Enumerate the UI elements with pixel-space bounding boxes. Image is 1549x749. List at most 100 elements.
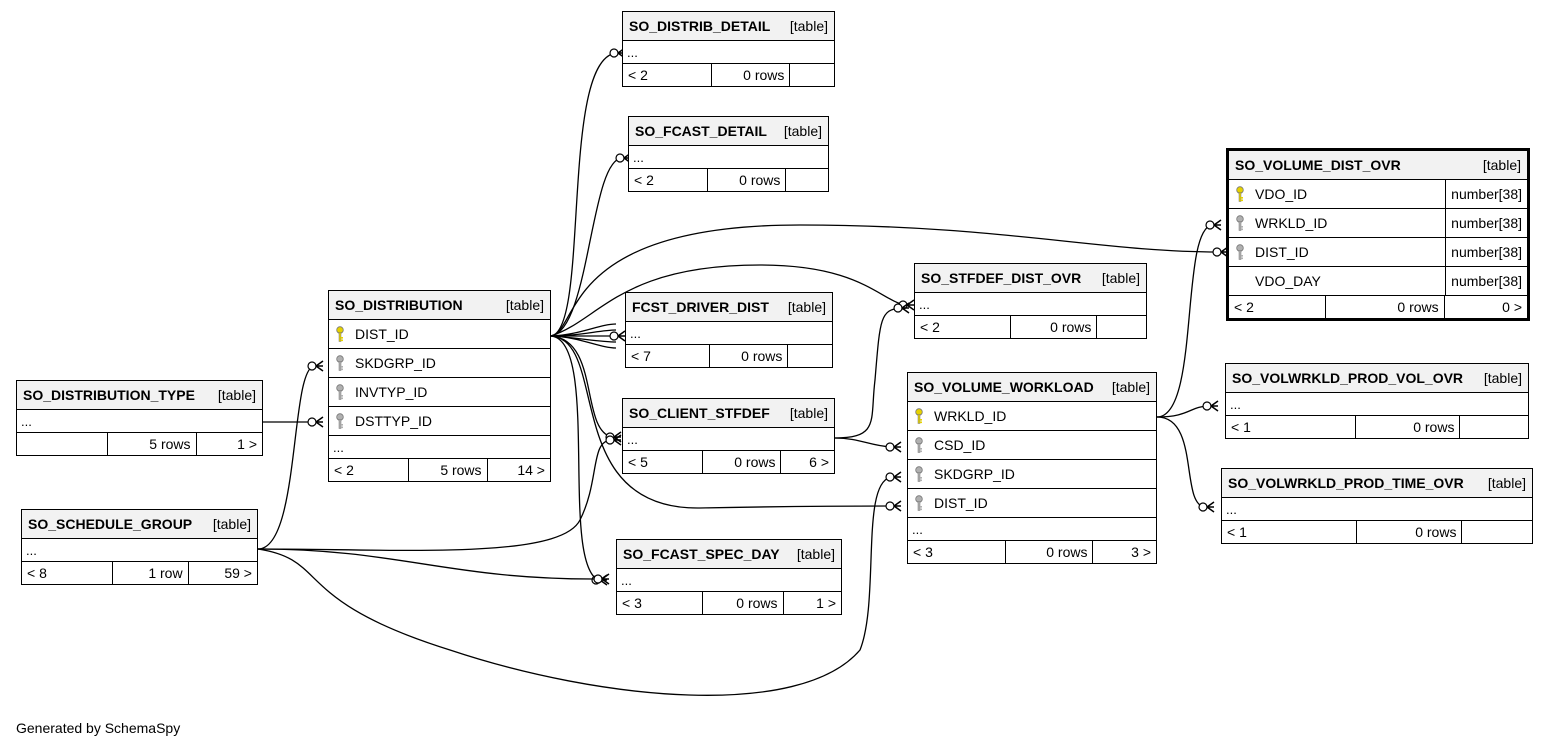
children-count[interactable]: 1 > bbox=[782, 592, 842, 614]
parents-count[interactable]: < 2 bbox=[634, 172, 654, 188]
more-columns-ellipsis[interactable]: ... bbox=[1222, 498, 1532, 521]
parents-count[interactable]: < 7 bbox=[631, 348, 651, 364]
children-count[interactable]: 14 > bbox=[486, 459, 550, 481]
parents-count[interactable]: < 5 bbox=[628, 454, 648, 470]
column-type: number[38] bbox=[1445, 209, 1527, 237]
column-row[interactable]: DIST_ID bbox=[908, 489, 1156, 518]
table-header[interactable]: SO_CLIENT_STFDEF[table] bbox=[623, 399, 834, 428]
table-header[interactable]: SO_VOLWRKLD_PROD_VOL_OVR[table] bbox=[1226, 364, 1528, 393]
more-columns-ellipsis[interactable]: ... bbox=[329, 436, 550, 459]
table-header[interactable]: SO_FCAST_DETAIL[table] bbox=[629, 117, 828, 146]
table-name: SO_DISTRIBUTION bbox=[335, 297, 463, 313]
parents-count[interactable]: < 1 bbox=[1227, 524, 1247, 540]
column-row[interactable]: CSD_ID bbox=[908, 431, 1156, 460]
children-count[interactable]: 0 > bbox=[1443, 296, 1527, 318]
table-name: SO_VOLUME_DIST_OVR bbox=[1235, 157, 1401, 173]
table-header[interactable]: SO_VOLWRKLD_PROD_TIME_OVR[table] bbox=[1222, 469, 1532, 498]
more-columns-ellipsis[interactable]: ... bbox=[908, 518, 1156, 541]
table-header[interactable]: SO_VOLUME_WORKLOAD[table] bbox=[908, 373, 1156, 402]
optional-marker bbox=[885, 501, 895, 511]
table-name: SO_DISTRIB_DETAIL bbox=[629, 18, 771, 34]
table-type: [table] bbox=[217, 387, 256, 403]
parents-count[interactable]: < 2 bbox=[920, 319, 940, 335]
table-header[interactable]: SO_DISTRIB_DETAIL [table] bbox=[623, 12, 834, 41]
table-type: [table] bbox=[1483, 370, 1522, 386]
column-name: SKDGRP_ID bbox=[934, 466, 1015, 482]
parents-count[interactable]: < 1 bbox=[1231, 419, 1251, 435]
children-count[interactable] bbox=[1459, 416, 1528, 438]
more-columns-ellipsis[interactable]: ... bbox=[17, 410, 262, 433]
column-row[interactable]: WRKLD_ID bbox=[908, 402, 1156, 431]
more-columns-ellipsis[interactable]: ... bbox=[617, 569, 841, 592]
row-count: 0 rows bbox=[707, 169, 785, 191]
children-count[interactable] bbox=[1096, 316, 1146, 338]
table-header[interactable]: SO_VOLUME_DIST_OVR[table] bbox=[1229, 151, 1527, 180]
parents-count[interactable]: < 8 bbox=[27, 565, 47, 581]
table-header[interactable]: FCST_DRIVER_DIST[table] bbox=[626, 293, 832, 322]
parents-count[interactable]: < 2 bbox=[1234, 299, 1254, 315]
children-count[interactable] bbox=[789, 64, 834, 86]
table-header[interactable]: SO_DISTRIBUTION_TYPE[table] bbox=[17, 381, 262, 410]
parents-count[interactable]: < 3 bbox=[622, 595, 642, 611]
row-count: 5 rows bbox=[408, 459, 486, 481]
optional-marker bbox=[1198, 502, 1208, 512]
table-header[interactable]: SO_DISTRIBUTION[table] bbox=[329, 291, 550, 320]
parents-count[interactable]: < 3 bbox=[913, 544, 933, 560]
parents-count[interactable] bbox=[17, 433, 107, 455]
children-count[interactable]: 3 > bbox=[1092, 541, 1156, 563]
table-header[interactable]: SO_STFDEF_DIST_OVR[table] bbox=[915, 264, 1146, 293]
foreign-key-icon bbox=[335, 354, 345, 372]
many-crowfoot-marker bbox=[617, 330, 626, 342]
table-type: [table] bbox=[789, 18, 828, 34]
more-columns-ellipsis[interactable]: ... bbox=[915, 293, 1146, 316]
children-count[interactable]: 59 > bbox=[187, 562, 257, 584]
column-type: number[38] bbox=[1445, 180, 1527, 208]
column-name: DSTTYP_ID bbox=[355, 413, 433, 429]
column-row[interactable]: DSTTYP_ID bbox=[329, 407, 550, 436]
table-name: SO_VOLUME_WORKLOAD bbox=[914, 379, 1094, 395]
children-count[interactable] bbox=[1461, 521, 1532, 543]
optional-marker bbox=[591, 575, 601, 585]
more-columns-ellipsis[interactable]: ... bbox=[623, 428, 834, 451]
table-header[interactable]: SO_SCHEDULE_GROUP[table] bbox=[22, 510, 257, 539]
relationship-so-client-stfdef-to-so-volume-workload bbox=[834, 437, 902, 453]
column-row[interactable]: INVTYP_ID bbox=[329, 378, 550, 407]
more-columns-ellipsis[interactable]: ... bbox=[22, 539, 257, 562]
more-columns-ellipsis[interactable]: ... bbox=[623, 41, 834, 64]
primary-key-icon bbox=[1235, 185, 1245, 203]
children-count[interactable]: 1 > bbox=[195, 433, 262, 455]
children-count[interactable] bbox=[785, 169, 828, 191]
children-count[interactable]: 6 > bbox=[780, 451, 834, 473]
optional-marker bbox=[605, 435, 615, 445]
column-row[interactable]: SKDGRP_ID bbox=[908, 460, 1156, 489]
more-columns-ellipsis[interactable]: ... bbox=[1226, 393, 1528, 416]
foreign-key-icon bbox=[914, 436, 924, 454]
parents-count[interactable]: < 2 bbox=[628, 67, 648, 83]
children-count[interactable] bbox=[787, 345, 832, 367]
parents-count[interactable]: < 2 bbox=[334, 462, 354, 478]
column-row[interactable]: DIST_ID bbox=[329, 320, 550, 349]
more-columns-ellipsis[interactable]: ... bbox=[626, 322, 832, 345]
column-row[interactable]: SKDGRP_ID bbox=[329, 349, 550, 378]
relationship-so-schedule-group-to-so-distribution bbox=[257, 360, 324, 550]
table-header[interactable]: SO_FCAST_SPEC_DAY[table] bbox=[617, 540, 841, 569]
table-so-fcast-detail[interactable]: SO_FCAST_DETAIL[table]... < 2 0 rows bbox=[628, 116, 829, 192]
more-columns-ellipsis[interactable]: ... bbox=[629, 146, 828, 169]
